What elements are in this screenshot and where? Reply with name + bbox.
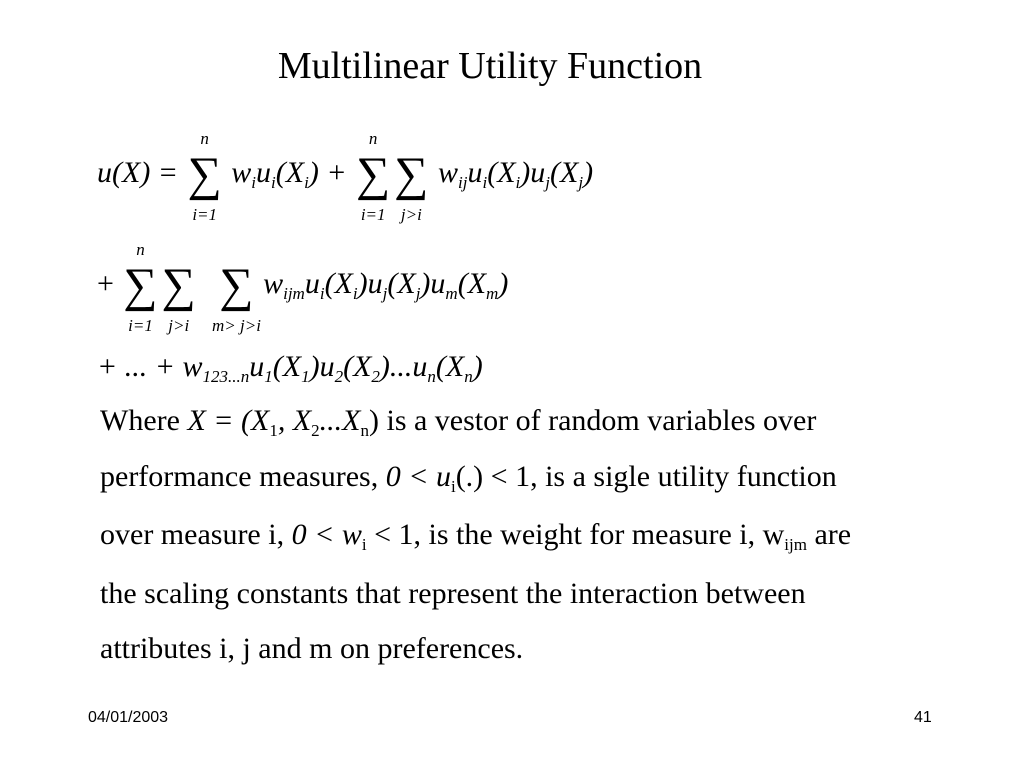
plus-sign: +	[97, 266, 114, 300]
summation-j: ∑j>i	[161, 259, 196, 336]
subscript: j	[578, 172, 584, 192]
term: + ... + w	[97, 350, 203, 383]
term: )...u	[379, 350, 428, 383]
paragraph-line-4: the scaling constants that represent the…	[100, 577, 806, 610]
term: (X	[343, 350, 372, 383]
text: are	[806, 518, 852, 551]
equation-line-2: + n∑i=1∑j>i ∑m> j>i wijmui(Xi)uj(Xj)um(X…	[97, 240, 509, 336]
math: ...X	[319, 404, 361, 437]
subscript: i	[251, 172, 257, 192]
subscript: 1	[264, 367, 273, 386]
slide-title: Multilinear Utility Function	[277, 45, 703, 87]
paragraph-line-5: attributes i, j and m on preferences.	[100, 632, 524, 665]
term: )	[498, 266, 509, 300]
term: (X	[275, 155, 305, 189]
term: (X	[272, 350, 302, 383]
subscript: 1	[301, 367, 310, 386]
summation-j: ∑j>i	[394, 148, 429, 225]
subscript: i	[271, 172, 276, 192]
subscript: i	[319, 283, 325, 303]
text: Where	[100, 404, 188, 437]
subscript: j	[382, 283, 388, 303]
summation-m: ∑m> j>i	[212, 259, 261, 336]
term: )u	[357, 266, 383, 300]
subscript: i	[450, 477, 456, 496]
subscript: m	[445, 283, 458, 303]
term: w	[263, 266, 284, 300]
paragraph-line-1: Where X = (X1, X2...Xn) is a vestor of r…	[100, 404, 817, 440]
math: < 1,	[366, 518, 422, 551]
subscript: n	[464, 367, 473, 386]
term: (X	[387, 266, 416, 300]
text: is a vestor of random variables over	[378, 404, 817, 437]
subscript: ijm	[784, 535, 807, 554]
subscript: i	[515, 172, 521, 192]
math: 0 < u	[385, 460, 451, 493]
term: u	[467, 155, 483, 189]
term: (X	[435, 350, 465, 383]
text: over measure i,	[100, 518, 292, 551]
subscript: i	[482, 172, 488, 192]
subscript: i	[304, 172, 309, 192]
math: )	[368, 404, 379, 437]
subscript: j	[415, 283, 421, 303]
subscript: 2	[334, 367, 344, 386]
page-number: 41	[914, 709, 932, 726]
term: u	[256, 155, 272, 189]
term: u	[304, 266, 320, 300]
term: )u	[520, 155, 546, 189]
subscript: 123...n	[202, 367, 250, 386]
equation-line-1: u(X) = n∑i=1 wiui(Xi) + n∑i=1∑j>i wijui(…	[97, 129, 594, 225]
subscript: n	[360, 421, 369, 440]
paragraph-line-2: performance measures, 0 < ui(.) < 1, is …	[100, 460, 837, 496]
text: is a sigle utility function	[537, 460, 837, 493]
term: )	[583, 155, 594, 189]
text: performance measures,	[100, 460, 386, 493]
summation-i: n∑i=1	[356, 129, 391, 224]
math: X = (X	[187, 404, 270, 437]
subscript: m	[486, 283, 499, 303]
footer-date: 04/01/2003	[88, 709, 169, 726]
subscript: 2	[311, 421, 320, 440]
subscript: ijm	[283, 283, 305, 303]
term: (X	[324, 266, 353, 300]
term: )u	[420, 266, 446, 300]
math: 0 < w	[291, 518, 362, 551]
subscript: i	[361, 535, 367, 554]
subscript: 1	[269, 421, 278, 440]
summation-i: n∑i=1	[187, 129, 222, 224]
term: (X	[457, 266, 487, 300]
subscript: i	[352, 283, 358, 303]
term: )	[472, 350, 483, 383]
math: (.) < 1,	[455, 460, 538, 493]
math: , X	[277, 404, 312, 437]
subscript: ij	[458, 172, 468, 192]
term: w	[438, 155, 459, 189]
text: is the weight for measure i, w	[421, 518, 785, 551]
term: w	[231, 155, 252, 189]
paragraph-line-3: over measure i, 0 < wi < 1, is the weigh…	[100, 518, 852, 554]
subscript: j	[545, 172, 550, 192]
term: u	[249, 350, 265, 383]
term: (X	[550, 155, 579, 189]
term: )u	[309, 350, 335, 383]
equation-line-3: + ... + w123...nu1(X1)u2(X2)...un(Xn)	[97, 350, 483, 386]
summation-i: n∑i=1	[123, 240, 158, 335]
term: ) +	[308, 155, 355, 189]
subscript: n	[427, 367, 436, 386]
term: (X	[487, 155, 516, 189]
equation-lhs: u(X) =	[97, 155, 186, 189]
subscript: 2	[371, 367, 380, 386]
